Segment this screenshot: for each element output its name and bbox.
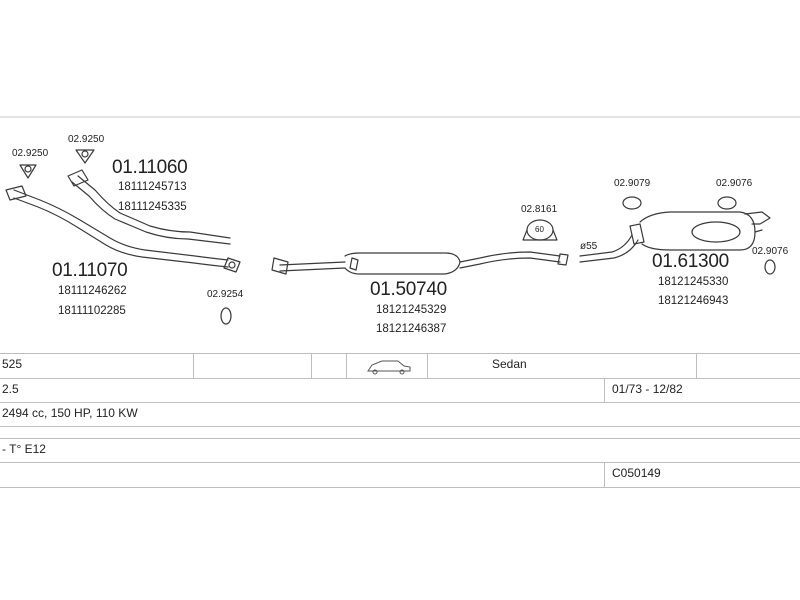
row-model: 525 Sedan	[0, 353, 800, 376]
downpipe-01-11070[interactable]	[5, 185, 241, 273]
part-number-01-11060: 01.11060	[112, 157, 188, 178]
oem-01-11060-a: 18111245713	[118, 181, 187, 193]
hanger-02-9079[interactable]	[622, 196, 642, 210]
car-icon	[367, 360, 411, 375]
vehicle-model: 525	[2, 357, 23, 371]
oem-01-50740-a: 18121245329	[376, 304, 447, 316]
vehicle-body: Sedan	[492, 357, 527, 371]
vehicle-code: C050149	[612, 466, 661, 480]
label-hanger-size: 60	[535, 225, 544, 234]
vehicle-spec: 2494 cc, 150 HP, 110 KW	[2, 406, 138, 420]
label-gasket-b: 02.9250	[68, 134, 105, 145]
rear-silencer-01-61300[interactable]	[579, 211, 771, 263]
oem-01-61300-a: 18121245330	[658, 276, 729, 288]
oem-01-50740-b: 18121246387	[376, 323, 447, 335]
label-ring-02-9254: 02.9254	[207, 289, 244, 300]
hanger-02-9076-a[interactable]	[717, 196, 737, 210]
row-code: C050149	[0, 462, 800, 485]
label-hanger-02-9076: 02.9076	[716, 178, 753, 189]
oem-01-11060-b: 18111245335	[118, 201, 187, 213]
middle-silencer-01-50740[interactable]	[271, 251, 569, 275]
oem-01-11070-a: 18111246262	[58, 285, 127, 297]
label-gasket-a: 02.9250	[12, 148, 49, 159]
label-hanger-02-9079: 02.9079	[614, 178, 651, 189]
label-ring-02-9076: 02.9076	[752, 246, 789, 257]
part-number-01-11070: 01.11070	[52, 260, 128, 281]
oem-01-11070-b: 18111102285	[58, 305, 126, 317]
ring-02-9076-b[interactable]	[764, 259, 776, 275]
oem-01-61300-b: 18121246943	[658, 295, 729, 307]
downpipe-01-11060[interactable]	[67, 169, 231, 245]
row-spec: 2494 cc, 150 HP, 110 KW	[0, 402, 800, 425]
hanger-02-8161[interactable]	[522, 219, 558, 241]
label-pipe-diameter: ø55	[580, 241, 598, 252]
ring-02-9254[interactable]	[220, 307, 232, 325]
vehicle-engine: 2.5	[2, 382, 19, 396]
vehicle-chassis: - T° E12	[2, 442, 46, 456]
part-number-01-50740: 01.50740	[370, 279, 447, 300]
gasket-02-9250-a[interactable]	[19, 164, 37, 179]
gasket-02-9250-b[interactable]	[75, 149, 95, 164]
label-hanger-02-8161: 02.8161	[521, 204, 558, 215]
row-engine: 2.5 01/73 - 12/82	[0, 378, 800, 401]
vehicle-years: 01/73 - 12/82	[612, 382, 683, 396]
row-chassis: - T° E12	[0, 438, 800, 461]
part-number-01-61300: 01.61300	[652, 251, 729, 272]
